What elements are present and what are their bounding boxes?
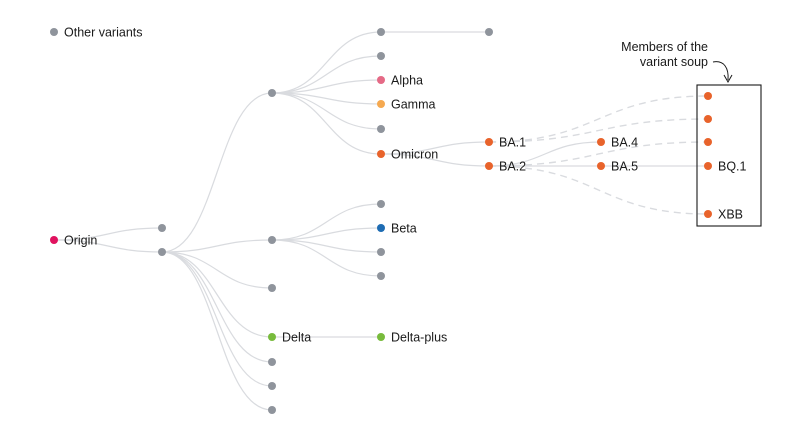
node-m4	[377, 272, 385, 280]
edge-hubTop-omicron	[271, 92, 382, 155]
label-alpha: Alpha	[391, 74, 423, 88]
edge-omicron-ba2	[380, 153, 490, 167]
node-ba2	[485, 162, 493, 170]
node-t1child	[485, 28, 493, 36]
node-leafB	[268, 358, 276, 366]
edge-omicron-ba1	[380, 141, 490, 155]
label-bq1: BQ.1	[718, 160, 747, 174]
label-ba4: BA.4	[611, 136, 638, 150]
edge-hubMid-m3	[271, 239, 382, 253]
label-origin: Origin	[64, 234, 97, 248]
node-leafC	[268, 382, 276, 390]
edge-g1b-hubTop	[161, 92, 273, 253]
edge-hubMid-beta	[271, 227, 382, 241]
label-ba1: BA.1	[499, 136, 526, 150]
edge-hubMid-m4	[271, 239, 382, 277]
label-omicron: Omicron	[391, 148, 438, 162]
node-ba1	[485, 138, 493, 146]
node-t5	[377, 125, 385, 133]
edge-ba2-xbb	[488, 165, 709, 215]
node-s2	[704, 115, 712, 123]
edge-g1b-leafC	[161, 251, 273, 387]
node-alpha	[377, 76, 385, 84]
edge-ba2-ba4	[488, 141, 602, 167]
edge-g1b-leafA	[161, 251, 273, 289]
annotation-arrowhead	[723, 74, 733, 84]
node-t2	[377, 52, 385, 60]
edge-hubTop-gamma	[271, 92, 382, 105]
label-xbb: XBB	[718, 208, 743, 222]
edge-hubTop-t5	[271, 92, 382, 130]
edge-hubTop-t1	[271, 31, 382, 94]
node-beta	[377, 224, 385, 232]
edge-ba2-s3	[488, 141, 709, 167]
node-s1	[704, 92, 712, 100]
annotation-line-2: variant soup	[640, 55, 708, 69]
label-deltaplus: Delta-plus	[391, 331, 447, 345]
node-leafA	[268, 284, 276, 292]
edge-g1b-delta	[161, 251, 273, 338]
edge-hubTop-alpha	[271, 79, 382, 94]
node-ba5	[597, 162, 605, 170]
edge-g1b-hubMid	[161, 239, 273, 253]
node-hubMid	[268, 236, 276, 244]
label-legend: Other variants	[64, 26, 143, 40]
node-m1	[377, 200, 385, 208]
node-leafD	[268, 406, 276, 414]
annotation-line-1: Members of the	[621, 40, 708, 54]
variant-soup-box	[696, 84, 762, 227]
annotation-arrow	[712, 61, 729, 81]
node-xbb	[704, 210, 712, 218]
node-g1a	[158, 224, 166, 232]
node-s3	[704, 138, 712, 146]
label-ba5: BA.5	[611, 160, 638, 174]
node-deltaplus	[377, 333, 385, 341]
node-omicron	[377, 150, 385, 158]
node-gamma	[377, 100, 385, 108]
edge-hubTop-t2	[271, 55, 382, 94]
node-legend	[50, 28, 58, 36]
node-hubTop	[268, 89, 276, 97]
label-ba2: BA.2	[499, 160, 526, 174]
node-g1b	[158, 248, 166, 256]
edge-g1b-leafD	[161, 251, 273, 411]
label-delta: Delta	[282, 331, 311, 345]
node-delta	[268, 333, 276, 341]
edge-origin-g1a	[53, 227, 163, 241]
node-t1	[377, 28, 385, 36]
edge-g1b-leafB	[161, 251, 273, 363]
label-gamma: Gamma	[391, 98, 436, 112]
node-ba4	[597, 138, 605, 146]
edge-ba1-s1	[488, 95, 709, 143]
edge-origin-g1b	[53, 239, 163, 253]
label-beta: Beta	[391, 222, 417, 236]
node-bq1	[704, 162, 712, 170]
node-m3	[377, 248, 385, 256]
edge-ba1-s2	[488, 118, 709, 143]
node-origin	[50, 236, 58, 244]
edge-hubMid-m1	[271, 203, 382, 241]
edges-layer	[53, 31, 709, 411]
